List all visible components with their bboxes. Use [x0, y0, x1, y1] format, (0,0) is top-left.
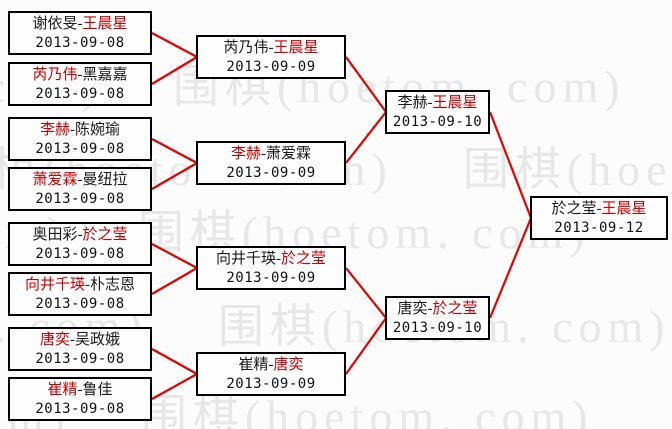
- match-box-r1-3: 李赫-陈婉瑜 2013-09-08: [8, 117, 152, 161]
- match-players: 李赫-陈婉瑜: [40, 121, 120, 140]
- match-players: 奥田彩-於之莹: [32, 226, 127, 245]
- match-box-r1-2: 芮乃伟-黑嘉嘉 2013-09-08: [8, 62, 152, 106]
- match-date: 2013-09-08: [35, 34, 125, 51]
- match-date: 2013-09-09: [226, 164, 316, 181]
- separator: -: [70, 331, 75, 348]
- player-name: 唐奕: [39, 331, 70, 348]
- match-players: 芮乃伟-王晨星: [223, 39, 318, 58]
- player-name: 於之莹: [551, 200, 597, 217]
- player-name: 陈婉瑜: [75, 121, 121, 138]
- match-date: 2013-09-09: [226, 375, 316, 392]
- match-date: 2013-09-09: [226, 58, 316, 75]
- match-players: 向井千瑛-於之莹: [216, 250, 326, 269]
- match-box-r2-3: 向井千瑛-於之莹 2013-09-09: [196, 246, 346, 290]
- separator: -: [77, 15, 83, 32]
- separator: -: [85, 276, 90, 293]
- player-name: 吴政娥: [75, 331, 121, 348]
- player-name: 奥田彩: [32, 226, 78, 243]
- player-name: 朴志恩: [90, 276, 136, 293]
- separator: -: [77, 171, 83, 188]
- match-players: 谢依旻-王晨星: [32, 15, 127, 34]
- match-date: 2013-09-10: [392, 113, 483, 130]
- player-name: 崔精: [238, 356, 269, 373]
- match-date: 2013-09-08: [35, 140, 125, 157]
- match-box-final: 於之莹-王晨星 2013-09-12: [530, 196, 668, 240]
- match-players: 唐奕-吴政娥: [40, 331, 120, 350]
- separator: -: [427, 300, 433, 317]
- player-name: 於之莹: [82, 226, 128, 243]
- player-name: 李赫: [39, 121, 70, 138]
- match-box-r1-8: 崔精-鲁佳 2013-09-08: [8, 377, 152, 421]
- player-name: 崔精: [47, 381, 78, 398]
- match-date: 2013-09-08: [35, 295, 125, 312]
- player-name: 芮乃伟: [32, 66, 78, 83]
- player-name: 李赫: [397, 94, 428, 111]
- separator: -: [77, 226, 83, 243]
- match-date: 2013-09-08: [35, 350, 125, 367]
- player-name: 曼纽拉: [82, 171, 128, 188]
- match-players: 萧爱霖-曼纽拉: [32, 171, 127, 190]
- separator: -: [276, 250, 281, 267]
- player-name: 萧爱霖: [32, 171, 78, 188]
- match-players: 李赫-王晨星: [397, 94, 477, 113]
- separator: -: [268, 356, 274, 373]
- separator: -: [268, 39, 274, 56]
- player-name: 唐奕: [273, 356, 304, 373]
- player-name: 於之莹: [432, 300, 478, 317]
- match-date: 2013-09-10: [392, 319, 483, 336]
- match-box-r2-4: 崔精-唐奕 2013-09-09: [196, 352, 346, 396]
- match-date: 2013-09-08: [35, 245, 125, 262]
- match-date: 2013-09-08: [35, 190, 125, 207]
- separator: -: [77, 381, 83, 398]
- player-name: 於之莹: [281, 250, 327, 267]
- match-players: 芮乃伟-黑嘉嘉: [32, 66, 127, 85]
- player-name: 向井千瑛: [215, 250, 276, 267]
- match-date: 2013-09-12: [554, 219, 644, 236]
- player-name: 唐奕: [397, 300, 428, 317]
- player-name: 鲁佳: [82, 381, 113, 398]
- player-name: 黑嘉嘉: [82, 66, 128, 83]
- player-name: 王晨星: [432, 94, 478, 111]
- match-date: 2013-09-09: [226, 269, 316, 286]
- match-box-r1-6: 向井千瑛-朴志恩 2013-09-08: [8, 272, 152, 316]
- separator: -: [261, 145, 266, 162]
- player-name: 谢依旻: [32, 15, 78, 32]
- player-name: 李赫: [230, 145, 261, 162]
- player-name: 王晨星: [601, 200, 647, 217]
- separator: -: [77, 66, 83, 83]
- match-players: 崔精-鲁佳: [47, 381, 112, 400]
- match-box-r1-1: 谢依旻-王晨星 2013-09-08: [8, 11, 152, 55]
- separator: -: [427, 94, 433, 111]
- match-box-r1-7: 唐奕-吴政娥 2013-09-08: [8, 327, 152, 371]
- separator: -: [596, 200, 602, 217]
- player-name: 芮乃伟: [223, 39, 269, 56]
- match-box-sf-2: 唐奕-於之莹 2013-09-10: [385, 296, 490, 340]
- match-date: 2013-09-08: [35, 400, 125, 417]
- match-box-r1-4: 萧爱霖-曼纽拉 2013-09-08: [8, 167, 152, 211]
- separator: -: [70, 121, 75, 138]
- match-box-r2-1: 芮乃伟-王晨星 2013-09-09: [196, 35, 346, 79]
- match-date: 2013-09-08: [35, 85, 125, 102]
- match-players: 於之莹-王晨星: [551, 200, 646, 219]
- match-players: 向井千瑛-朴志恩: [25, 276, 135, 295]
- player-name: 王晨星: [82, 15, 128, 32]
- player-name: 向井千瑛: [24, 276, 85, 293]
- match-players: 唐奕-於之莹: [397, 300, 477, 319]
- match-box-r1-5: 奥田彩-於之莹 2013-09-08: [8, 222, 152, 266]
- match-box-r2-2: 李赫-萧爱霖 2013-09-09: [196, 141, 346, 185]
- match-box-sf-1: 李赫-王晨星 2013-09-10: [385, 90, 490, 134]
- match-players: 崔精-唐奕: [238, 356, 303, 375]
- match-players: 李赫-萧爱霖: [231, 145, 311, 164]
- player-name: 萧爱霖: [266, 145, 312, 162]
- player-name: 王晨星: [273, 39, 319, 56]
